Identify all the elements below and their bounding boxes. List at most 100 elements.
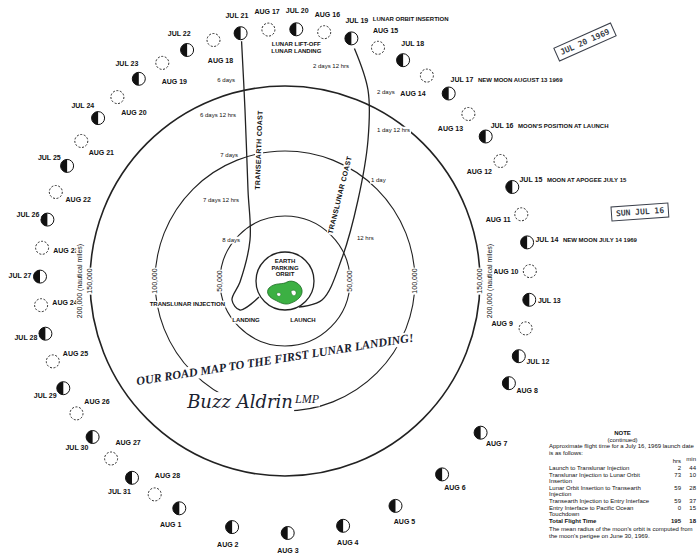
moon-dark-side: [126, 471, 133, 484]
moon-outline: [290, 23, 303, 36]
moon-outline: [36, 241, 49, 254]
moon-dark-side: [521, 236, 528, 249]
earth-cloud: [277, 290, 296, 296]
moon-dark-side: [512, 350, 519, 363]
moon-outline: [502, 377, 515, 390]
distance-scale: 200,000 (nautical miles): [486, 243, 494, 319]
moon-dark-side: [479, 130, 486, 143]
table-cell: 15: [683, 505, 696, 518]
moon-symbol: [515, 208, 528, 221]
date-label: AUG 13: [437, 125, 464, 133]
date-label: AUG 12: [466, 168, 493, 176]
moon-symbol: [442, 87, 455, 100]
table-cell: 10: [683, 472, 696, 485]
date-label: JUL 18: [400, 41, 425, 49]
moon-symbol: [156, 56, 169, 69]
moon-outline: [92, 112, 105, 125]
moon-outline: [226, 521, 239, 534]
moon-symbol: [86, 431, 99, 444]
date-label: AUG 10: [492, 268, 519, 276]
moon-symbol: [420, 69, 433, 82]
table-cell: 18: [683, 518, 696, 525]
date-label: AUG 18: [207, 57, 234, 65]
moon-symbol: [39, 327, 52, 340]
stamp-text: SUN JUL 16: [616, 206, 665, 218]
elapsed-time: 6 days: [216, 77, 236, 84]
event-note: MOON'S POSITION AT LAUNCH: [517, 123, 609, 130]
moon-outline: [389, 499, 402, 512]
moon-dark-side: [173, 502, 180, 515]
date-stamp: JUL 20 1969: [553, 22, 617, 61]
moon-symbol: [474, 426, 487, 439]
date-label: JUL 13: [537, 297, 562, 305]
table-cell: Entry Interface to Pacific Ocean Touchdo…: [549, 505, 664, 518]
moon-outline: [105, 452, 118, 465]
moon-dark-side: [234, 27, 241, 40]
trajectory-name: TRANSLUNAR COAST: [326, 154, 353, 235]
moon-dark-side: [92, 112, 99, 125]
elapsed-time: 12 hrs: [356, 235, 375, 242]
date-label: AUG 25: [62, 351, 89, 359]
moon-symbol: [92, 112, 105, 125]
date-label: AUG 20: [120, 109, 147, 117]
date-label: JUL 24: [70, 103, 95, 111]
moon-symbol: [523, 293, 536, 306]
date-label: JUL 23: [114, 60, 139, 68]
event-note: NEW MOON JULY 14 1969: [562, 236, 638, 243]
notes-heading: (continued): [549, 437, 696, 444]
date-label: AUG 14: [399, 90, 426, 98]
moon-symbol: [397, 54, 410, 67]
moon-symbol: [523, 265, 536, 278]
date-label: AUG 4: [336, 539, 359, 547]
moon-symbol: [479, 130, 492, 143]
moon-outline: [41, 213, 54, 226]
date-label: AUG 28: [154, 472, 181, 480]
moon-dark-side: [389, 499, 396, 512]
moon-symbol: [506, 181, 519, 194]
signature: Buzz Aldrin: [186, 392, 294, 412]
date-label: AUG 6: [443, 484, 466, 492]
elapsed-time: 1 day 12 hrs: [376, 127, 411, 134]
notes-heading: min: [683, 456, 696, 465]
moon-outline: [420, 69, 433, 82]
date-label: JUL 21: [224, 12, 249, 20]
event-note: LUNAR LIFT-OFF: [271, 41, 322, 48]
moon-outline: [523, 293, 536, 306]
moon-dark-side: [436, 468, 443, 481]
date-label: AUG 1: [159, 521, 182, 529]
table-cell: 59: [666, 498, 681, 505]
moon-symbol: [35, 299, 48, 312]
moon-symbol: [372, 41, 385, 54]
date-label: AUG 5: [393, 518, 416, 526]
moon-dark-side: [474, 426, 481, 439]
moon-outline: [372, 41, 385, 54]
moon-symbol: [207, 34, 220, 47]
moon-symbol: [521, 236, 534, 249]
distance-scale: 150,000: [476, 267, 484, 294]
earth-land: [268, 281, 303, 304]
date-label: JUL 29: [33, 392, 58, 400]
moon-dark-side: [442, 87, 449, 100]
date-label: AUG 27: [114, 439, 141, 447]
moon-symbol: [345, 32, 358, 45]
moon-symbol: [226, 521, 239, 534]
date-label: AUG 16: [314, 11, 341, 19]
moon-dark-side: [34, 270, 41, 283]
event-note: LUNAR LANDING: [270, 48, 322, 55]
date-label: JUL 25: [37, 154, 62, 162]
moon-outline: [494, 155, 507, 168]
moon-symbol: [512, 350, 525, 363]
moon-outline: [173, 502, 186, 515]
moon-symbol: [494, 155, 507, 168]
moon-outline: [397, 54, 410, 67]
moon-dark-side: [181, 44, 188, 57]
moon-symbol: [290, 23, 303, 36]
date-label: AUG 8: [515, 387, 538, 395]
date-label: AUG 19: [161, 78, 188, 86]
moon-outline: [70, 407, 83, 420]
moon-dark-side: [337, 519, 344, 532]
moon-symbol: [49, 186, 62, 199]
moon-dark-side: [345, 32, 352, 45]
moon-symbol: [234, 27, 247, 40]
elapsed-time: 8 days: [221, 237, 241, 244]
